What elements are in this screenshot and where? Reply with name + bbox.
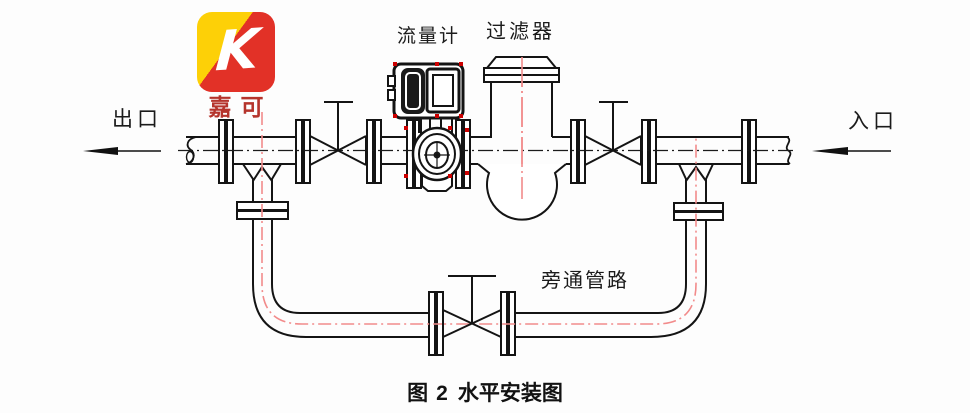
filter-label: 过滤器 bbox=[486, 19, 555, 43]
pipe-flanges bbox=[218, 119, 757, 189]
flow-meter-label: 流量计 bbox=[397, 25, 461, 47]
outlet-flow-arrow bbox=[83, 147, 161, 155]
logo-text: 嘉可 bbox=[208, 94, 273, 121]
logo-k-letter: K bbox=[213, 16, 261, 84]
bypass-pipe bbox=[242, 163, 714, 338]
outlet-label: 出口 bbox=[112, 107, 162, 131]
figure-title: 水平安装图 bbox=[457, 382, 563, 405]
valve-left bbox=[309, 101, 367, 166]
bypass-valve bbox=[442, 275, 502, 338]
bypass-label: 旁通管路 bbox=[541, 268, 629, 292]
figure-label: 图 bbox=[407, 382, 429, 405]
valve-right bbox=[584, 101, 642, 166]
inlet-label: 入口 bbox=[848, 109, 898, 133]
jiake-logo: K bbox=[197, 12, 275, 92]
centerline-red bbox=[261, 57, 697, 325]
bypass-branch-flanges bbox=[236, 201, 724, 221]
meter-red-markers bbox=[393, 62, 469, 178]
flow-meter bbox=[387, 62, 465, 192]
filter bbox=[477, 56, 567, 221]
inlet-flow-arrow bbox=[812, 147, 891, 155]
figure-number: 2 bbox=[436, 382, 448, 405]
